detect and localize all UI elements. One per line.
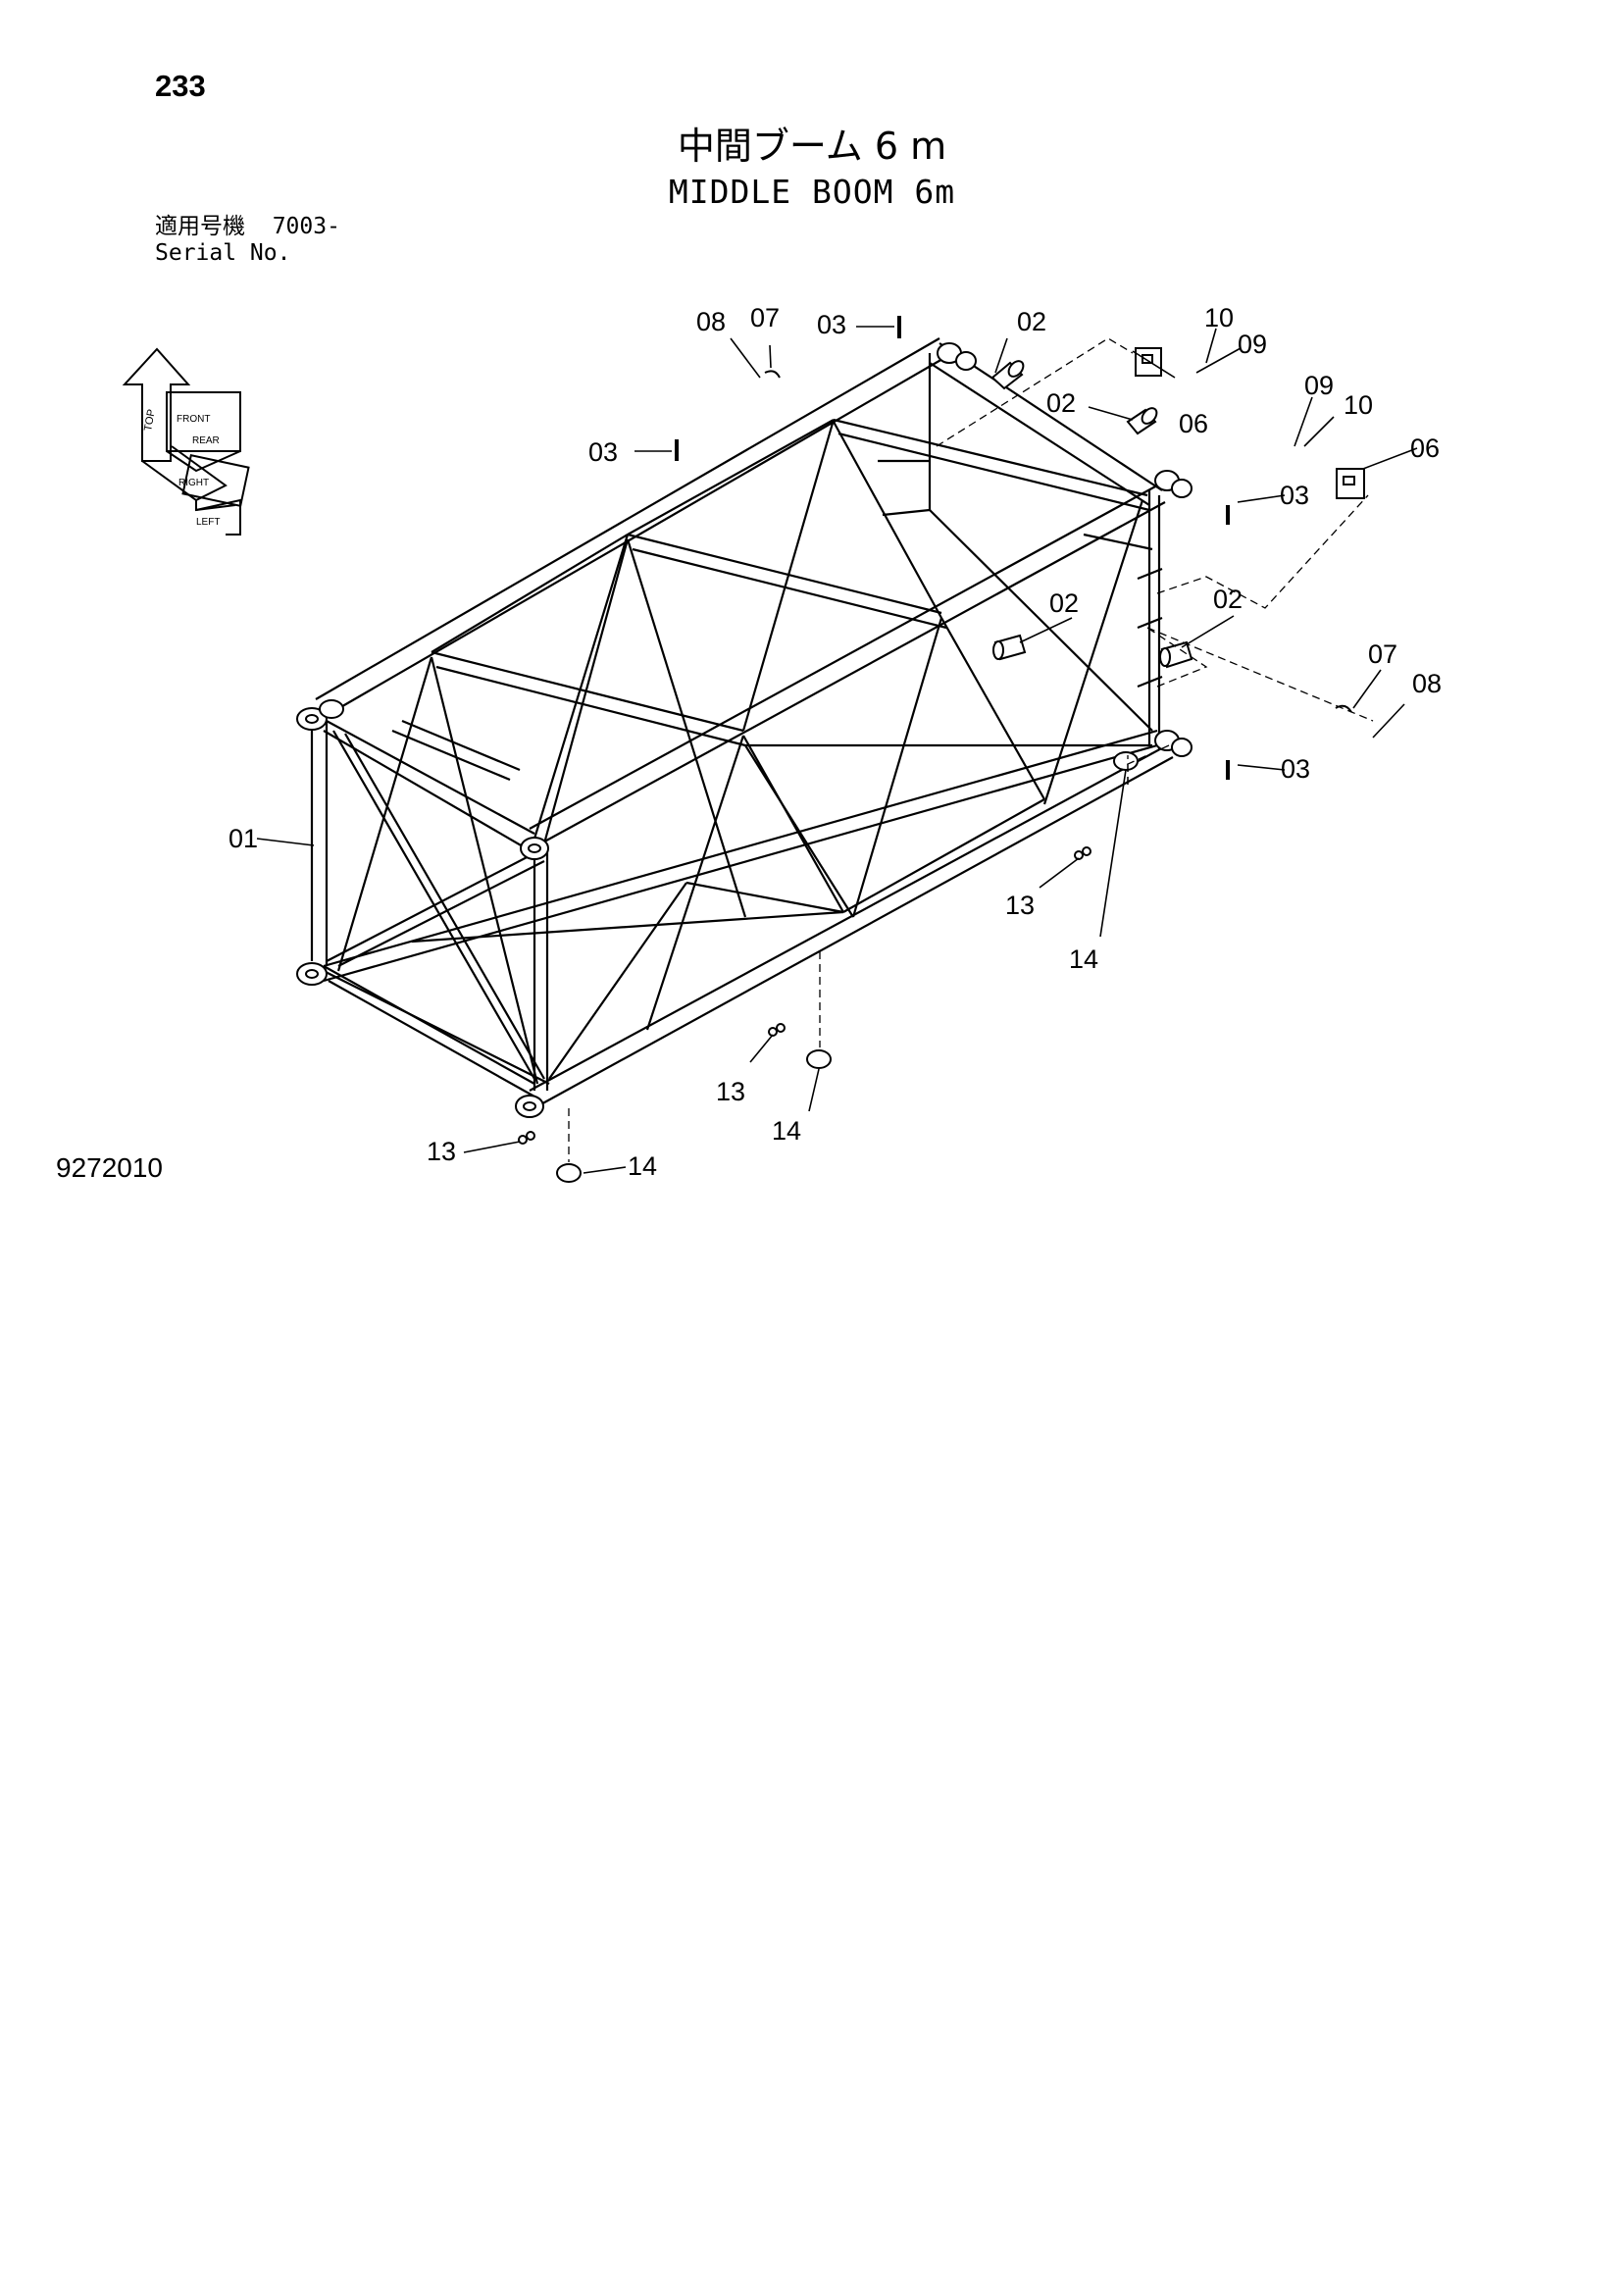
orientation-label-front: FRONT — [177, 414, 210, 425]
callout-14-right: 14 — [1069, 944, 1098, 974]
parts — [518, 316, 1365, 1183]
orientation-label-left: LEFT — [196, 517, 220, 528]
callout-14-front: 14 — [628, 1151, 657, 1181]
callout-14-mid: 14 — [772, 1116, 801, 1146]
orientation-label-top: TOP — [142, 408, 158, 432]
bracket-06-top — [1135, 347, 1162, 377]
bolt-13-front — [518, 1135, 528, 1145]
callout-10-right: 10 — [1344, 390, 1373, 420]
orientation-icon: TOP FRONT RIGHT REAR LEFT — [122, 347, 250, 536]
callout-13-right: 13 — [1005, 891, 1035, 920]
callout-labels: 01 02 02 02 02 03 03 03 03 06 06 07 07 0… — [228, 303, 1442, 1181]
callout-13-mid: 13 — [716, 1077, 745, 1106]
page-number: 233 — [155, 69, 206, 103]
title-japanese: 中間ブーム 6 m — [677, 125, 947, 168]
callout-09-top: 09 — [1238, 330, 1267, 359]
bracket-06-right — [1336, 468, 1365, 499]
pin-02-left — [992, 634, 1027, 661]
cap-14-front — [556, 1163, 582, 1183]
cap-14-mid — [806, 1049, 832, 1069]
callout-03-right: 03 — [1280, 481, 1309, 510]
callout-02-left: 02 — [1049, 588, 1079, 618]
callout-02-right: 02 — [1213, 585, 1243, 614]
title-english: MIDDLE BOOM 6m — [668, 173, 956, 211]
orientation-label-right: RIGHT — [178, 478, 209, 488]
serial-value: 7003- — [272, 214, 340, 239]
serial-label-jp: 適用号機 — [155, 214, 245, 239]
callout-08-right: 08 — [1412, 669, 1442, 698]
bolt-13-right — [1074, 850, 1084, 860]
callout-02-top: 02 — [1017, 307, 1046, 336]
clip-07-top — [764, 370, 781, 379]
callout-03-bottom: 03 — [1281, 754, 1310, 784]
bolt-13-mid — [768, 1027, 778, 1037]
pin-02-top — [990, 360, 1025, 390]
callout-03-top: 03 — [817, 310, 846, 339]
boom-truss-frame — [310, 337, 1174, 1107]
callout-09-right: 09 — [1304, 371, 1334, 400]
callout-13-front: 13 — [427, 1137, 456, 1166]
serial-label-en: Serial No. — [155, 240, 291, 266]
orientation-label-rear: REAR — [192, 435, 220, 446]
callout-06-top: 06 — [1179, 409, 1208, 438]
callout-07-right: 07 — [1368, 639, 1397, 669]
pin-02-mid — [1126, 407, 1158, 435]
callout-08-top: 08 — [696, 307, 726, 336]
joint-lugs — [296, 342, 1193, 1118]
callout-06-right: 06 — [1410, 434, 1440, 463]
serial-block: 適用号機 7003- Serial No. — [155, 214, 340, 267]
assembly-dashed-lines — [568, 337, 1374, 1162]
callout-03-left: 03 — [588, 437, 618, 467]
callout-01: 01 — [228, 824, 258, 853]
callout-07-top: 07 — [750, 303, 780, 332]
callout-02-mid: 02 — [1046, 388, 1076, 418]
drawing-number: 9272010 — [56, 1152, 164, 1183]
callout-10-top: 10 — [1204, 303, 1234, 332]
pin-02-right — [1159, 640, 1193, 669]
leader-lines — [256, 326, 1418, 1174]
